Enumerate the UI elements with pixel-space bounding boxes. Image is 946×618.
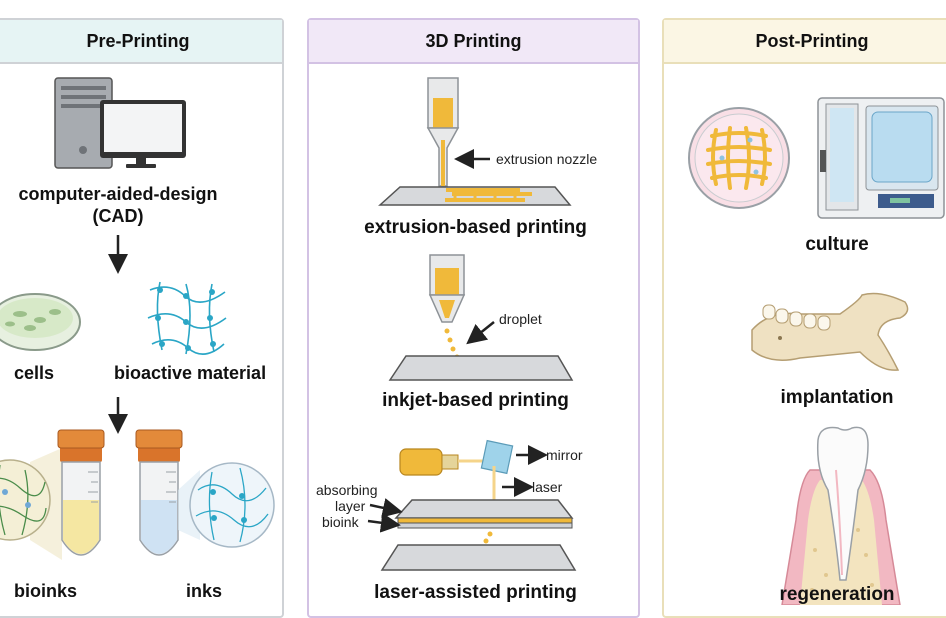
computer-icon bbox=[54, 77, 186, 169]
post-printing-header: Post-Printing bbox=[664, 20, 946, 64]
tooth-regeneration-icon bbox=[781, 426, 901, 605]
culture-dish-icon bbox=[688, 107, 790, 209]
bioink-arrow bbox=[367, 512, 401, 533]
bioactive-network-icon bbox=[147, 281, 227, 355]
droplet-arrow bbox=[466, 321, 495, 345]
laser-printer-icon bbox=[380, 439, 577, 571]
laser-label: laser bbox=[532, 479, 563, 495]
printing-panel: 3D Printing bbox=[307, 18, 640, 618]
implantation-label: implantation bbox=[780, 387, 894, 408]
bioink-tube-icon bbox=[57, 429, 105, 556]
extrusion-printer-icon bbox=[378, 77, 572, 206]
printing-header: 3D Printing bbox=[309, 20, 638, 64]
inkjet-printing-label: inkjet-based printing bbox=[382, 390, 569, 411]
cells-label: cells bbox=[14, 363, 55, 383]
absorbing-label: absorbing bbox=[316, 482, 378, 498]
inkjet-printer-icon bbox=[388, 254, 574, 381]
bioinks-label: bioinks bbox=[14, 581, 78, 601]
mirror-label: mirror bbox=[546, 447, 583, 463]
layer-label: layer bbox=[335, 498, 366, 514]
diagram-artwork bbox=[0, 77, 945, 605]
inks-label: inks bbox=[186, 581, 223, 601]
absorbing-arrow bbox=[369, 498, 403, 518]
ink-tube-icon bbox=[135, 429, 183, 556]
pre-printing-header: Pre-Printing bbox=[0, 20, 282, 64]
bioactive-material-label: bioactive material bbox=[114, 363, 267, 383]
petri-dish-icon bbox=[0, 293, 81, 351]
extrusion-nozzle-label: extrusion nozzle bbox=[496, 151, 598, 167]
bioink-zoom-icon bbox=[0, 448, 62, 560]
cad-label: computer-aided-design bbox=[18, 184, 218, 204]
cad-abbrev-label: (CAD) bbox=[92, 206, 144, 226]
laser-assisted-printing-label: laser-assisted printing bbox=[374, 582, 577, 603]
ink-zoom-icon bbox=[178, 462, 275, 548]
bioink-label: bioink bbox=[322, 514, 359, 530]
incubator-icon bbox=[817, 97, 945, 219]
regeneration-label: regeneration bbox=[779, 584, 895, 605]
extrusion-printing-label: extrusion-based printing bbox=[364, 217, 587, 238]
culture-label: culture bbox=[805, 234, 869, 255]
jaw-bone-icon bbox=[751, 292, 909, 371]
droplet-label: droplet bbox=[499, 311, 542, 327]
